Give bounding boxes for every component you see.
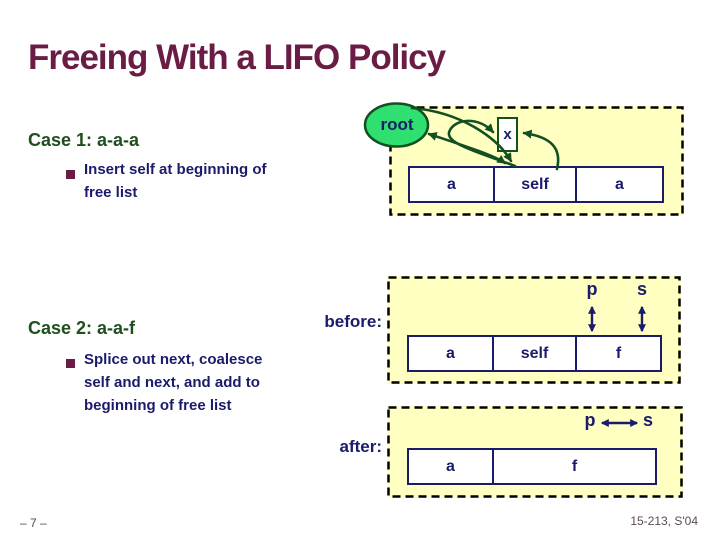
old-head-x-box: x (497, 117, 518, 152)
heap-cell-free: f (575, 335, 662, 372)
heap-cell-free-coalesced: f (492, 448, 657, 485)
heap-cell-self: self (493, 166, 577, 203)
bullet-line: Splice out next, coalesce (84, 351, 263, 368)
pointer-p-label: p (586, 279, 598, 299)
heap-cell-allocated: a (408, 166, 495, 203)
before-label: before: (324, 312, 382, 331)
pointer-p-label: p (584, 410, 596, 430)
heap-cells-before: a self f (407, 335, 662, 372)
heap-cell-allocated: a (407, 448, 494, 485)
heap-cell-self: self (492, 335, 577, 372)
pointer-s-label: s (642, 410, 653, 430)
heap-cell-allocated: a (575, 166, 664, 203)
case1-heading: Case 1: a-a-a (28, 130, 140, 150)
bullet-line: Insert self at beginning of (84, 161, 267, 178)
pointer-s-label: s (636, 279, 647, 299)
x-label: x (503, 126, 512, 143)
heap-cell-allocated: a (407, 335, 494, 372)
case2-bullet-text: Splice out next, coalesce self and next,… (84, 348, 262, 417)
bullet-line: beginning of free list (84, 397, 232, 414)
heap-cells-after: a f (407, 448, 657, 485)
case2-heading: Case 2: a-a-f (28, 318, 136, 338)
heap-cells-case1: a self a (408, 166, 664, 203)
course-footer: 15-213, S'04 (630, 514, 698, 528)
bullet-line: free list (84, 184, 138, 201)
bullet-square-icon (66, 170, 75, 179)
after-label: after: (339, 437, 382, 456)
bullet-square-icon (66, 359, 75, 368)
page-number: – 7 – (20, 516, 47, 530)
case1-bullet-text: Insert self at beginning of free list (84, 158, 267, 204)
root-label: root (380, 115, 414, 134)
bullet-line: self and next, and add to (84, 374, 260, 391)
slide-title: Freeing With a LIFO Policy (28, 38, 446, 77)
